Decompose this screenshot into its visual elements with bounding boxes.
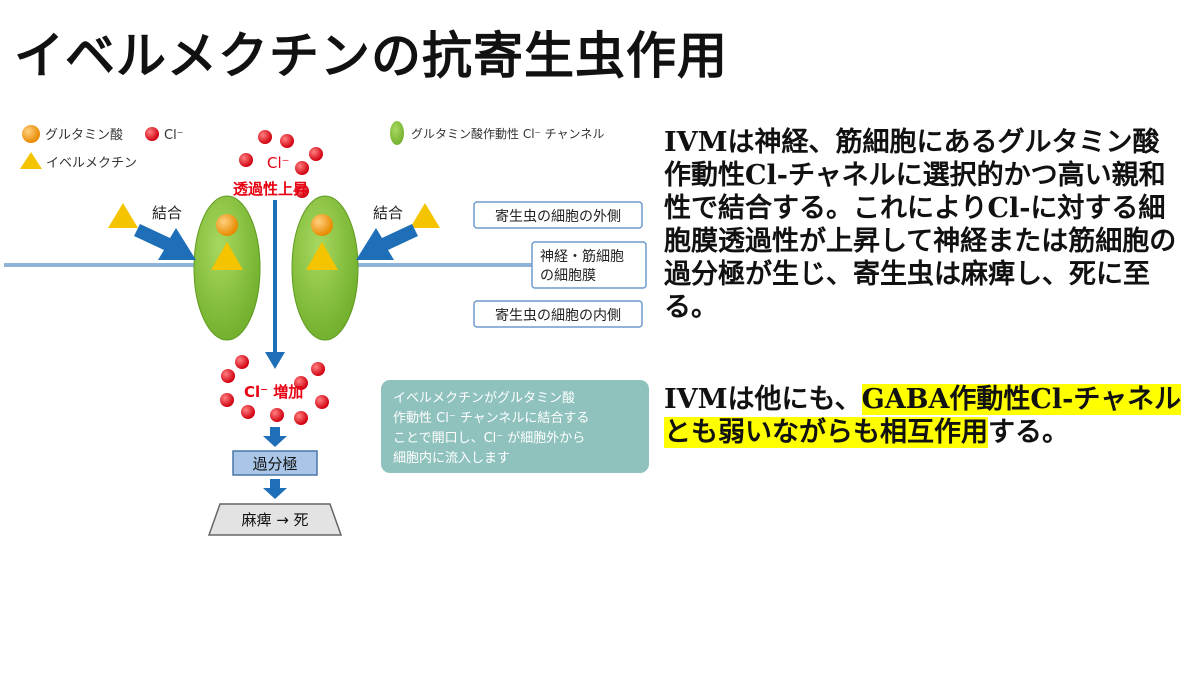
gaba-paragraph-lead: IVMは他にも、 <box>664 384 862 415</box>
membrane-label-box <box>531 241 647 289</box>
ivermectin-left <box>211 242 243 270</box>
chloride-ion <box>270 408 284 422</box>
ivermectin-bind-left <box>108 203 138 228</box>
chloride-ion <box>220 393 234 407</box>
hyperpolarization-label: 過分極 <box>252 455 297 473</box>
chloride-ion <box>221 369 235 383</box>
cl-increase-label: Cl⁻ 増加 <box>244 383 303 401</box>
paralysis-death-box <box>207 503 343 536</box>
flow-arrow-head <box>265 352 285 369</box>
chloride-ion <box>294 411 308 425</box>
info-box-line2: 作動性 Cl⁻ チャンネルに結合する <box>393 411 589 426</box>
chloride-ion <box>295 161 309 175</box>
chloride-ion <box>315 395 329 409</box>
chloride-ion <box>295 184 309 198</box>
info-box-line1: イベルメクチンがグルタミン酸 <box>393 391 575 406</box>
bind-label-right: 結合 <box>373 204 403 222</box>
down-arrow-2-head <box>263 488 287 499</box>
bind-label-left: 結合 <box>152 204 182 222</box>
paralysis-death-label: 麻痺 → 死 <box>241 511 308 529</box>
inside-label: 寄生虫の細胞の内側 <box>495 307 621 324</box>
inside-label-box <box>473 300 643 328</box>
chloride-ion <box>235 355 249 369</box>
glutamate-legend-icon <box>22 125 40 143</box>
chloride-ion <box>311 362 325 376</box>
hyperpolarization-box <box>232 450 318 476</box>
legend-glutamate: グルタミン酸 <box>45 128 123 143</box>
membrane-label-line1: 神経・筋細胞 <box>540 248 624 265</box>
membrane-line-left <box>4 263 196 267</box>
gaba-paragraph-tail: する。 <box>988 417 1069 448</box>
chloride-ion <box>294 376 308 390</box>
gaba-paragraph: IVMは他にも、GABA作動性Cl-チャネルとも弱いながらも相互作用する。 <box>664 383 1184 449</box>
down-arrow-2-shaft <box>270 479 280 489</box>
legend-channel: グルタミン酸作動性 Cl⁻ チャンネル <box>411 126 604 141</box>
membrane-label-line2: の細胞膜 <box>540 268 596 284</box>
chloride-ion <box>258 130 272 144</box>
mechanism-diagram: グルタミン酸 Cl⁻ イベルメクチン グルタミン酸作動性 Cl⁻ チャンネル 結… <box>4 121 649 536</box>
glutamate-left <box>216 214 238 236</box>
permeability-up-label: 透過性上昇 <box>233 180 308 198</box>
ivermectin-legend-icon <box>20 152 42 169</box>
outside-label-box <box>473 201 643 229</box>
ivermectin-bind-right <box>410 203 440 228</box>
chloride-ion <box>309 147 323 161</box>
chloride-legend-icon <box>145 127 159 141</box>
legend-chloride: Cl⁻ <box>164 128 184 143</box>
outside-label: 寄生虫の細胞の外側 <box>495 208 621 225</box>
bind-arrow-right <box>356 224 418 260</box>
page-title: イベルメクチンの抗寄生虫作用 <box>14 27 728 85</box>
down-arrow-1-head <box>263 436 287 447</box>
chloride-ion <box>239 153 253 167</box>
legend-ivermectin: イベルメクチン <box>46 156 137 171</box>
channel-legend-icon <box>390 121 404 145</box>
info-box-line3: ことで開口し、Cl⁻ が細胞外から <box>393 431 585 446</box>
ivermectin-right <box>306 242 338 270</box>
cl-label-top: Cl⁻ <box>267 154 290 172</box>
chloride-ion <box>241 405 255 419</box>
chloride-ion <box>280 134 294 148</box>
info-box <box>381 380 649 473</box>
glutamate-right <box>311 214 333 236</box>
flow-arrow-shaft <box>273 200 277 353</box>
down-arrow-1-shaft <box>270 427 280 437</box>
membrane-line-right <box>356 263 540 267</box>
info-box-line4: 細胞内に流入します <box>393 450 510 466</box>
mechanism-paragraph: IVMは神経、筋細胞にあるグルタミン酸作動性Cl-チャネルに選択的かつ高い親和性… <box>664 127 1177 323</box>
bind-arrow-left <box>134 224 196 260</box>
